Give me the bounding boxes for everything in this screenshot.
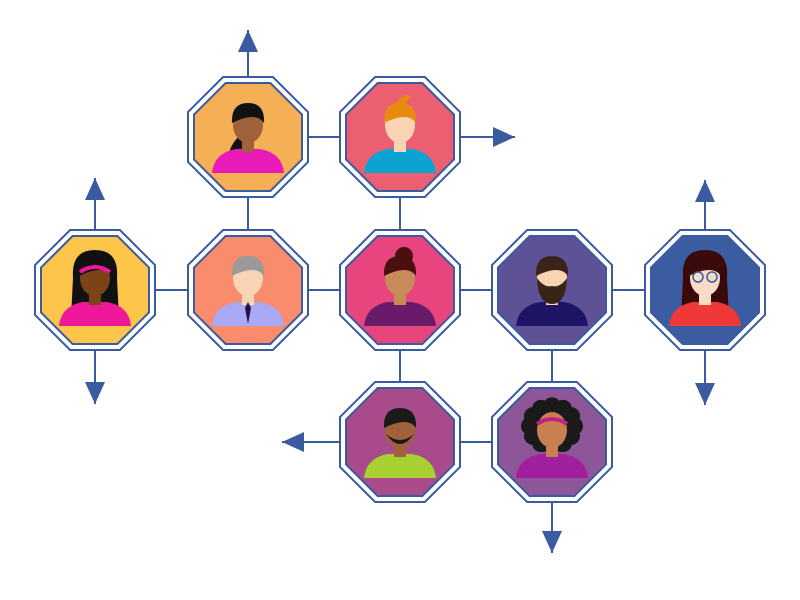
glasses-icon <box>692 271 704 283</box>
nodes <box>34 76 766 503</box>
hair-top <box>383 103 417 123</box>
hair-top <box>231 103 265 123</box>
person-node-b <box>339 76 461 198</box>
hair-quiff <box>394 95 412 107</box>
person-node-a <box>187 76 309 198</box>
avatar-icon <box>516 397 588 478</box>
person-node-e <box>339 229 461 351</box>
shirt <box>516 454 588 478</box>
arrowhead-icon <box>542 531 562 553</box>
avatar-icon <box>669 250 741 326</box>
beard <box>537 278 567 304</box>
avatar-icon <box>212 103 284 173</box>
headband <box>78 265 112 274</box>
avatar-icon <box>364 95 436 173</box>
avatar-icon <box>516 256 588 326</box>
avatar-icon <box>364 408 436 478</box>
shirt <box>364 302 436 326</box>
shirt <box>59 302 131 326</box>
arrowhead-icon <box>85 382 105 404</box>
hair-top <box>688 256 722 276</box>
glasses-icon <box>706 271 718 283</box>
person-node-h <box>339 381 461 503</box>
arrowhead-icon <box>85 178 105 200</box>
beard <box>386 434 414 444</box>
avatar-icon <box>364 247 436 326</box>
shirt <box>212 149 284 173</box>
hair-top <box>383 408 417 428</box>
arrowhead-icon <box>493 127 515 147</box>
arrowhead-icon <box>695 383 715 405</box>
person-node-g <box>644 229 766 351</box>
person-node-d <box>187 229 309 351</box>
shirt <box>516 302 588 326</box>
shirt <box>669 302 741 326</box>
shirt <box>364 149 436 173</box>
arrowhead-icon <box>238 30 258 52</box>
person-node-c <box>34 229 156 351</box>
arrows <box>85 30 715 553</box>
arrowhead-icon <box>282 432 304 452</box>
hair-curl <box>562 407 581 426</box>
person-node-f <box>491 229 613 351</box>
hair-bun <box>395 247 413 265</box>
arrowhead-icon <box>695 180 715 202</box>
avatar-icon <box>59 250 131 326</box>
tie <box>245 302 251 324</box>
shirt <box>364 454 436 478</box>
headband <box>535 417 569 426</box>
person-node-i <box>491 381 613 503</box>
hair-top <box>231 256 265 276</box>
hair-top <box>535 256 569 276</box>
avatar-icon <box>212 256 284 326</box>
